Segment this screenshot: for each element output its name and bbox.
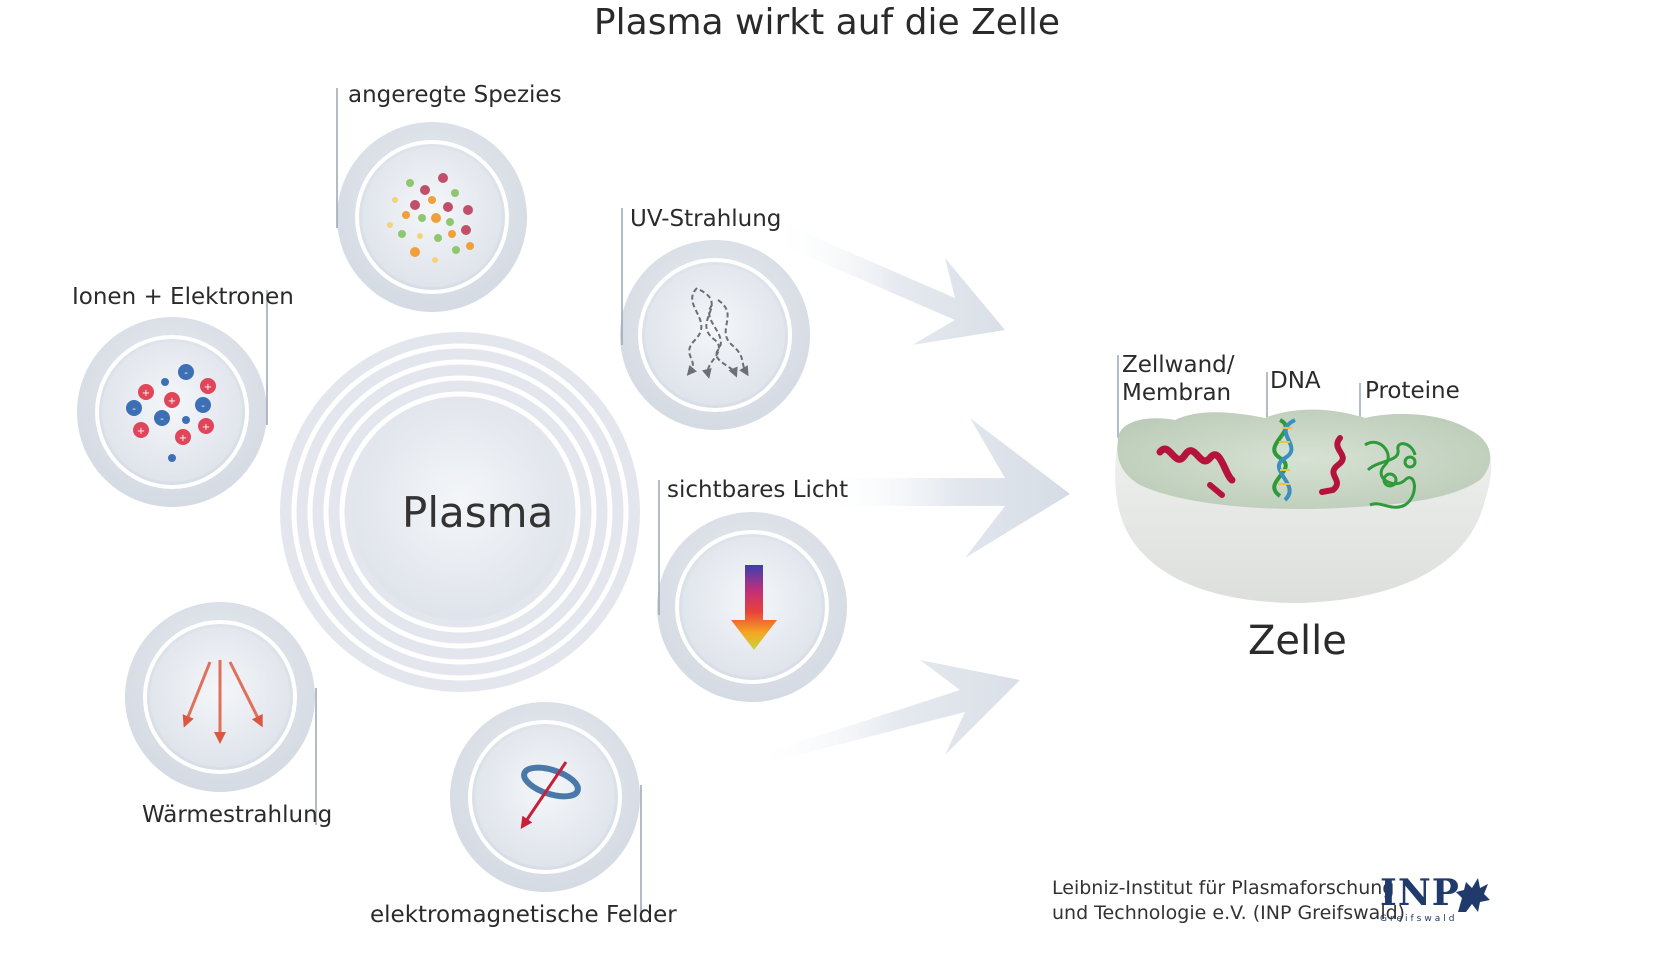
arrow-upper [770, 222, 1005, 345]
em-label: elektromagnetische Felder [370, 902, 677, 928]
diagram-title: Plasma wirkt auf die Zelle [593, 2, 1061, 43]
heat-radiation-icon [182, 660, 263, 744]
institute-line1: Leibniz-Institut für Plasmaforschung [1052, 877, 1395, 899]
arrow-middle [820, 418, 1070, 558]
membrane-protein-icon [1156, 445, 1236, 498]
svg-text:-: - [184, 368, 188, 379]
svg-text:-: - [201, 401, 205, 412]
logo-text: INP [1380, 872, 1460, 914]
svg-text:-: - [160, 414, 164, 425]
plasma-label: Plasma [402, 488, 554, 537]
plasma-circle [280, 332, 640, 692]
dna-label: DNA [1270, 368, 1321, 394]
species-label: angeregte Spezies [348, 82, 562, 108]
svg-text:-: - [132, 404, 136, 415]
institute-line2: und Technologie e.V. (INP Greifswald) [1052, 902, 1406, 924]
ions-label: Ionen + Elektronen [72, 284, 294, 310]
em-field-icon [520, 761, 581, 829]
cell-label: Zelle [1248, 618, 1347, 664]
svg-text:+: + [202, 422, 210, 433]
protein-red-icon [1319, 435, 1346, 495]
heat-label: Wärmestrahlung [142, 802, 333, 828]
em-circle [450, 702, 640, 892]
arrow-lower [750, 660, 1020, 765]
membrane-label-line1: Zellwand/ [1122, 352, 1235, 378]
inp-logo: INP Greifswald [1380, 872, 1460, 924]
dna-helix-icon [1272, 418, 1296, 502]
svg-text:+: + [142, 388, 150, 399]
species-particles-icon [387, 173, 474, 263]
membrane-label-line2: Membran [1122, 380, 1232, 406]
ions-electrons-icon: - + + + - - - + + + [126, 364, 216, 462]
institute-name: Leibniz-Institut für Plasmaforschung und… [1052, 876, 1405, 926]
logo-subtext: Greifswald [1380, 914, 1458, 924]
uv-label: UV-Strahlung [630, 206, 782, 232]
svg-text:+: + [179, 433, 187, 444]
griffin-logo-icon [1456, 878, 1490, 912]
svg-text:+: + [204, 382, 212, 393]
ions-circle [77, 317, 267, 507]
uv-waves-icon [686, 287, 749, 379]
leader-lines [266, 88, 1361, 922]
proteins-label: Proteine [1365, 378, 1460, 404]
protein-green-icon [1364, 441, 1417, 509]
visible-light-arrow-icon [731, 565, 777, 650]
svg-text:+: + [168, 396, 176, 407]
cell-shape [1115, 409, 1492, 603]
uv-circle [620, 240, 810, 430]
svg-text:+: + [137, 426, 145, 437]
light-label: sichtbares Licht [667, 477, 849, 503]
